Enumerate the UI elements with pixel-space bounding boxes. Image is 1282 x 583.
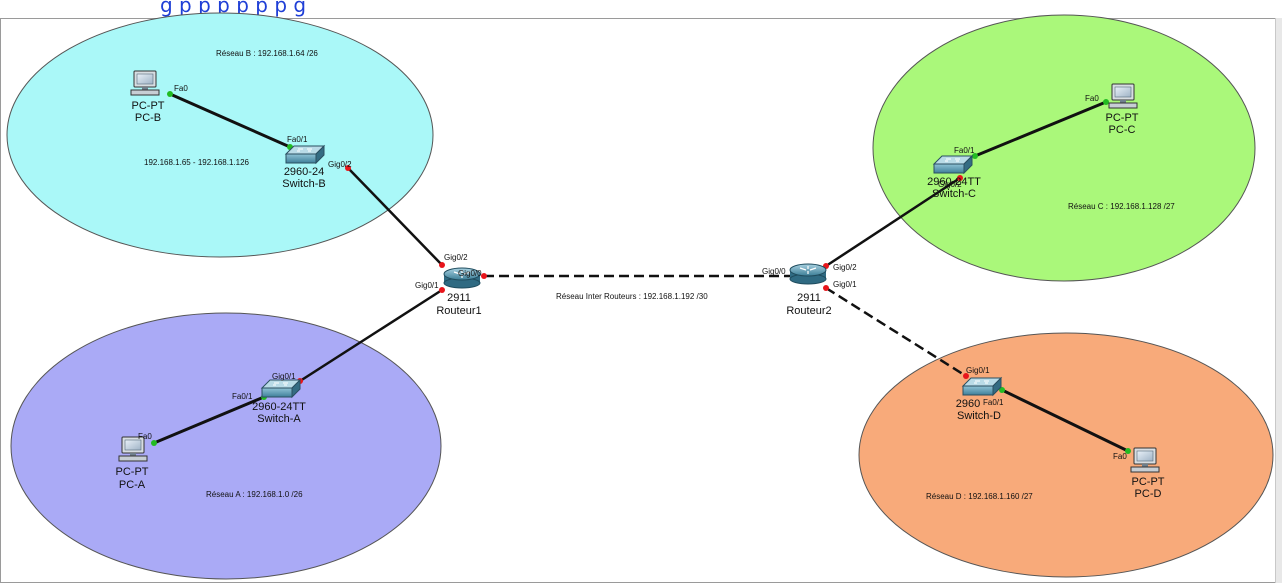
pc-c-icon[interactable] (1108, 83, 1138, 109)
cable-router2-switchc[interactable] (825, 176, 961, 268)
switch-d-model: 2960 (956, 398, 980, 410)
network-a-area (10, 312, 442, 580)
switch-b-icon[interactable] (284, 144, 326, 165)
cable-switchb-router1[interactable] (347, 167, 443, 266)
router1-model: 2911 (447, 292, 471, 304)
pc-a-model: PC-PT (116, 466, 149, 478)
router2-port-c-label: Gig0/2 (833, 263, 857, 272)
network-a-label: Réseau A : 192.168.1.0 /26 (206, 490, 303, 499)
pc-d-name: PC-D (1135, 488, 1162, 500)
router1-name: Routeur1 (436, 305, 481, 317)
router2-icon[interactable] (789, 263, 827, 285)
pc-b-icon[interactable] (130, 70, 160, 96)
switch-a-uplink-port-label: Gig0/1 (272, 372, 296, 381)
switch-c-name: Switch-C (932, 188, 976, 200)
pc-b-port-label: Fa0 (174, 84, 188, 93)
cable-switchc-pcc[interactable] (974, 100, 1107, 158)
network-b-range-label: 192.168.1.65 - 192.168.1.126 (144, 158, 250, 167)
pc-d-port-label: Fa0 (1113, 452, 1127, 461)
pc-d-model: PC-PT (1132, 476, 1165, 488)
network-c-area (872, 14, 1256, 282)
router1-port-b-label: Gig0/2 (444, 253, 468, 262)
pc-a-name: PC-A (119, 479, 146, 491)
pc-a-icon[interactable] (118, 436, 148, 462)
router2-model: 2911 (797, 292, 821, 304)
switch-d-icon[interactable] (961, 376, 1003, 397)
switch-b-pc-port-label: Fa0/1 (287, 135, 308, 144)
network-d-label: Réseau D : 192.168.1.160 /27 (926, 492, 1033, 501)
network-b-label: Réseau B : 192.168.1.64 /26 (216, 49, 318, 58)
pc-c-model: PC-PT (1106, 112, 1139, 124)
network-b-area (6, 12, 434, 258)
switch-c-icon[interactable] (932, 154, 974, 175)
vertical-scrollbar[interactable] (1275, 18, 1282, 583)
cable-switcha-pca[interactable] (153, 395, 265, 445)
switch-c-uplink-port-label: Gig0/2 (938, 180, 962, 189)
switch-c-model: 2960-24TT (927, 176, 981, 188)
switch-b-name: Switch-B (282, 178, 325, 190)
switch-a-model: 2960-24TT (252, 401, 306, 413)
router1-icon[interactable] (443, 267, 481, 289)
pc-b-name: PC-B (135, 112, 161, 124)
inter-router-network-label: Réseau Inter Routeurs : 192.168.1.192 /3… (556, 292, 708, 301)
switch-a-name: Switch-A (257, 413, 301, 425)
switch-a-pc-port-label: Fa0/1 (232, 392, 253, 401)
switch-d-name: Switch-D (957, 410, 1001, 422)
pc-c-name: PC-C (1109, 124, 1136, 136)
cable-switchd-pcd[interactable] (1001, 388, 1129, 453)
cable-router1-switcha[interactable] (299, 288, 443, 383)
router2-name: Routeur2 (786, 305, 831, 317)
network-c-label: Réseau C : 192.168.1.128 /27 (1068, 202, 1175, 211)
network-d-area (858, 332, 1274, 578)
switch-a-icon[interactable] (260, 378, 302, 399)
pc-d-icon[interactable] (1130, 447, 1160, 473)
pc-b-model: PC-PT (132, 100, 165, 112)
cropped-title-text: g p p p p p p g (160, 0, 307, 17)
title-strip: g p p p p p p g (0, 0, 1282, 18)
router2-port-inter-label: Gig0/0 (762, 267, 786, 276)
pc-c-port-label: Fa0 (1085, 94, 1099, 103)
switch-c-pc-port-label: Fa0/1 (954, 146, 975, 155)
switch-d-uplink-port-label: Gig0/1 (966, 366, 990, 375)
switch-b-model: 2960-24 (284, 166, 324, 178)
router2-port-d-label: Gig0/1 (833, 280, 857, 289)
switch-b-uplink-port-label: Gig0/2 (328, 160, 352, 169)
cable-router2-switchd[interactable] (825, 286, 967, 378)
switch-d-pc-port-label: Fa0/1 (983, 398, 1004, 407)
pc-a-port-label: Fa0 (138, 432, 152, 441)
cable-pcb-switchb[interactable] (169, 92, 291, 149)
router1-port-inter-label: Gig0/0 (458, 269, 482, 278)
router1-port-a-label: Gig0/1 (415, 281, 439, 290)
